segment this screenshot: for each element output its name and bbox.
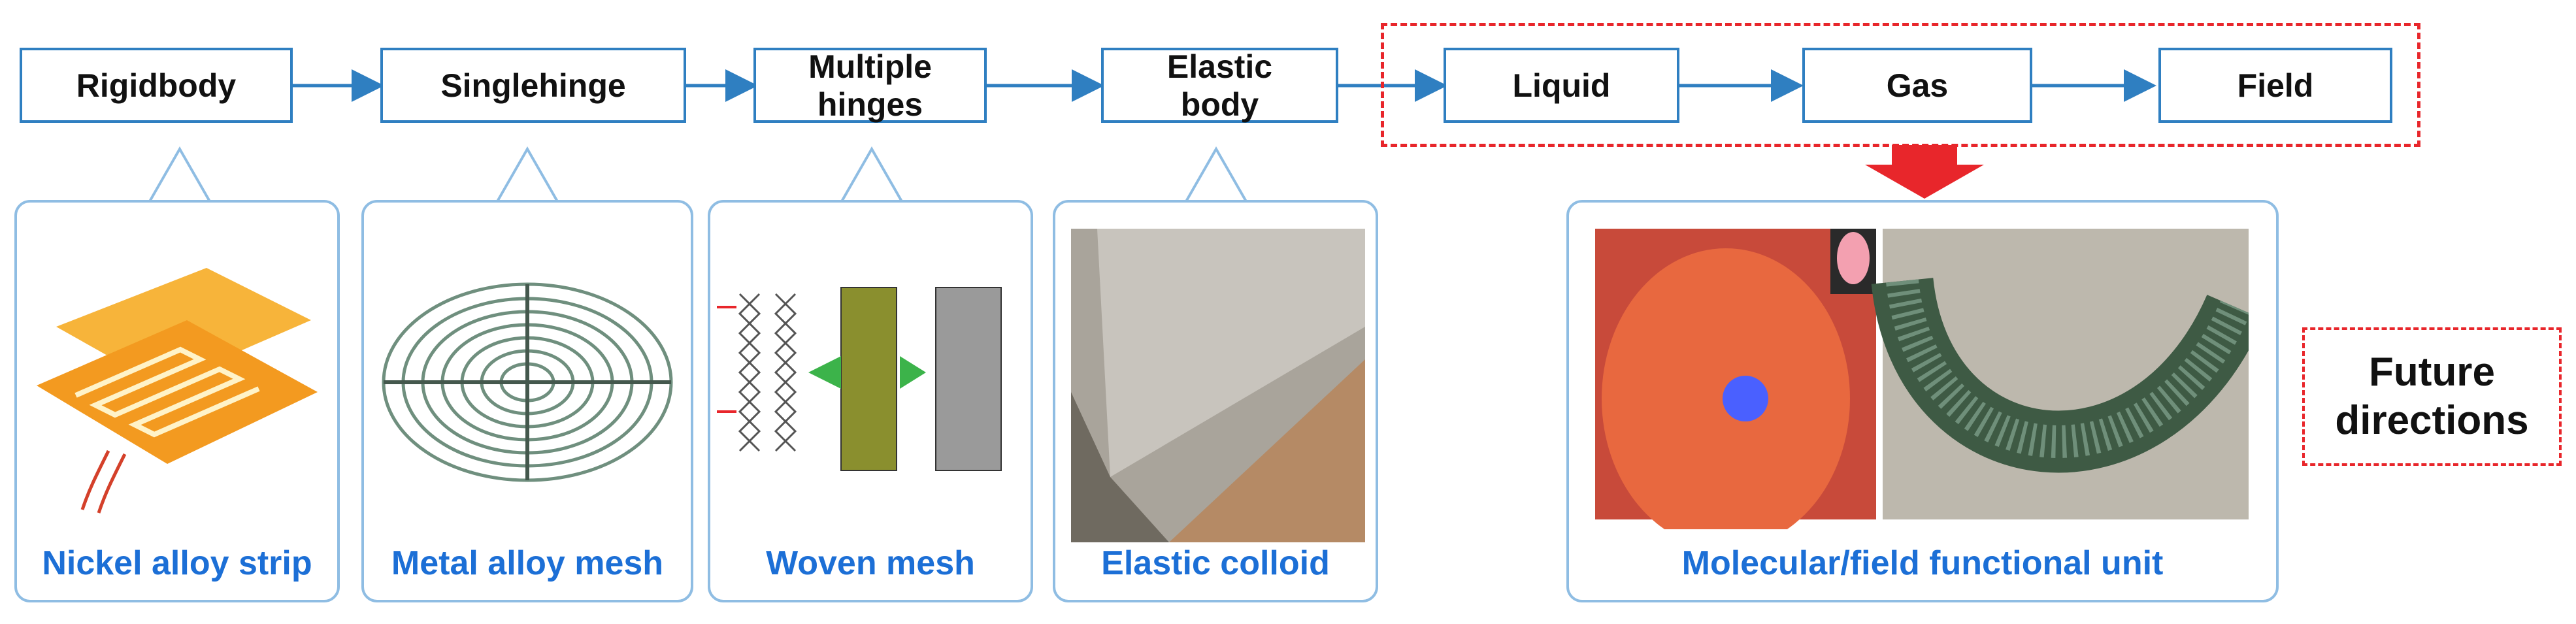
elastic-colloid-image — [1071, 229, 1365, 542]
flow-box-gas: Gas — [1802, 48, 2032, 123]
card-woven-mesh: Woven mesh — [708, 200, 1033, 602]
flow-label: Singlehinge — [440, 67, 626, 104]
card-label: Molecular/field functional unit — [1681, 544, 2164, 582]
future-directions-label: Future directions — [2335, 350, 2529, 443]
flow-label: Liquid — [1512, 67, 1611, 104]
card-label: Woven mesh — [766, 544, 975, 582]
card-metal-alloy-mesh: Metal alloy mesh — [361, 200, 693, 602]
flow-label: Elastic body — [1166, 48, 1273, 123]
flow-box-field: Field — [2158, 48, 2392, 123]
red-down-arrow — [1865, 145, 1984, 199]
flow-label: Field — [2237, 67, 2314, 104]
spiral-metal-mesh-image — [382, 282, 673, 482]
callout-pointer — [1184, 146, 1248, 203]
card-elastic-colloid: Elastic colloid — [1053, 200, 1378, 602]
woven-mesh-image — [717, 287, 1002, 471]
future-directions-box: Future directions — [2302, 327, 2562, 466]
flow-box-elastic-body: Elastic body — [1101, 48, 1338, 123]
flow-label: Gas — [1886, 67, 1949, 104]
card-functional-unit: Molecular/field functional unit — [1566, 200, 2279, 602]
callout-pointer — [495, 146, 559, 203]
flow-box-singlehinge: Singlehinge — [380, 48, 686, 123]
nickel-alloy-strip-image — [37, 268, 318, 514]
card-label: Metal alloy mesh — [391, 544, 664, 582]
card-nickel-alloy-strip: Nickel alloy strip — [14, 200, 340, 602]
card-label: Elastic colloid — [1101, 544, 1330, 582]
callout-pointer — [840, 146, 904, 203]
callout-pointer — [148, 146, 212, 203]
flow-label: Multiple hinges — [808, 48, 932, 123]
card-label: Nickel alloy strip — [42, 544, 312, 582]
functional-unit-images — [1595, 229, 2249, 529]
flow-box-multiple-hinges: Multiple hinges — [753, 48, 987, 123]
flow-label: Rigidbody — [76, 67, 237, 104]
flow-box-liquid: Liquid — [1444, 48, 1679, 123]
future-states-group — [1381, 23, 2420, 147]
flow-box-rigidbody: Rigidbody — [20, 48, 293, 123]
